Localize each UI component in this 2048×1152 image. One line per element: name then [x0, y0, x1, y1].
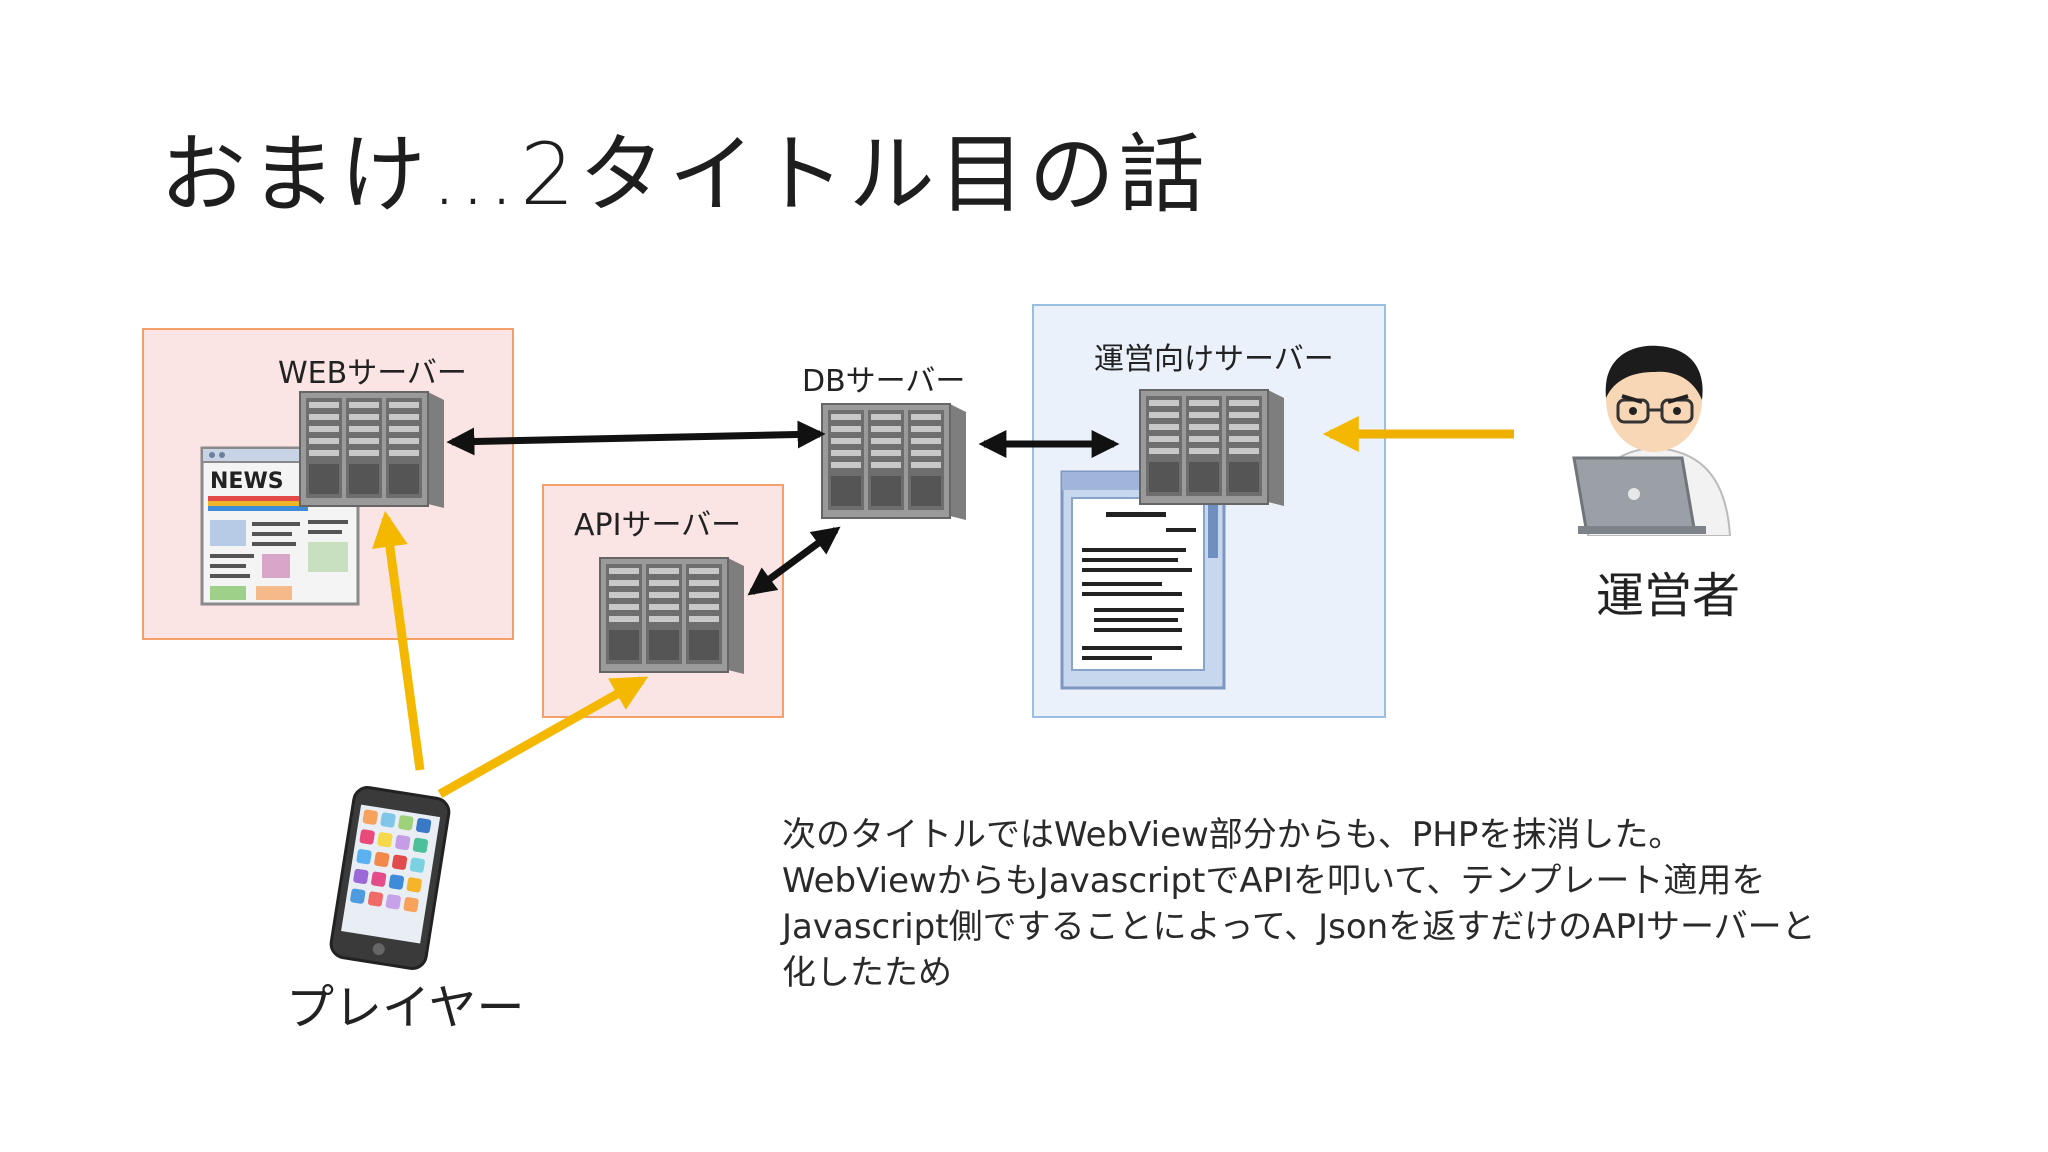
operator-person-icon — [1572, 345, 1732, 536]
news-badge: NEWS — [210, 469, 284, 494]
note-line: Javascript側ですることによって、Jsonを返すだけのAPIサーバーと — [782, 907, 1816, 947]
note-line: WebViewからもJavascriptでAPIを叩いて、テンプレート適用を — [782, 861, 1766, 901]
admin-document-icon — [1060, 470, 1226, 690]
smartphone-icon — [329, 786, 451, 970]
slide-title: おまけ…2タイトル目の話 — [160, 125, 1209, 225]
db-server-icon — [821, 403, 966, 520]
news-page-icon: NEWS — [200, 446, 360, 606]
explanation-note: 次のタイトルではWebView部分からも、PHPを抹消した。 WebViewから… — [782, 812, 1982, 996]
web-server-label: WEBサーバー — [278, 356, 467, 391]
db-api-link-arrow — [747, 526, 841, 596]
operator-label: 運営者 — [1596, 568, 1741, 624]
web-server-icon — [299, 391, 444, 508]
player-label: プレイヤー — [286, 980, 525, 1036]
web-db-link-arrow — [446, 420, 826, 456]
db-server-label: DBサーバー — [802, 364, 966, 399]
ops-server-icon — [1139, 389, 1284, 506]
note-line: 化したため — [782, 953, 952, 993]
note-line: 次のタイトルではWebView部分からも、PHPを抹消した。 — [782, 815, 1683, 855]
player-to-api-arrow — [437, 676, 649, 798]
api-server-label: APIサーバー — [574, 508, 742, 543]
player-to-web-arrow — [372, 510, 425, 771]
ops-server-label: 運営向けサーバー — [1094, 342, 1334, 377]
api-server-icon — [599, 557, 744, 674]
